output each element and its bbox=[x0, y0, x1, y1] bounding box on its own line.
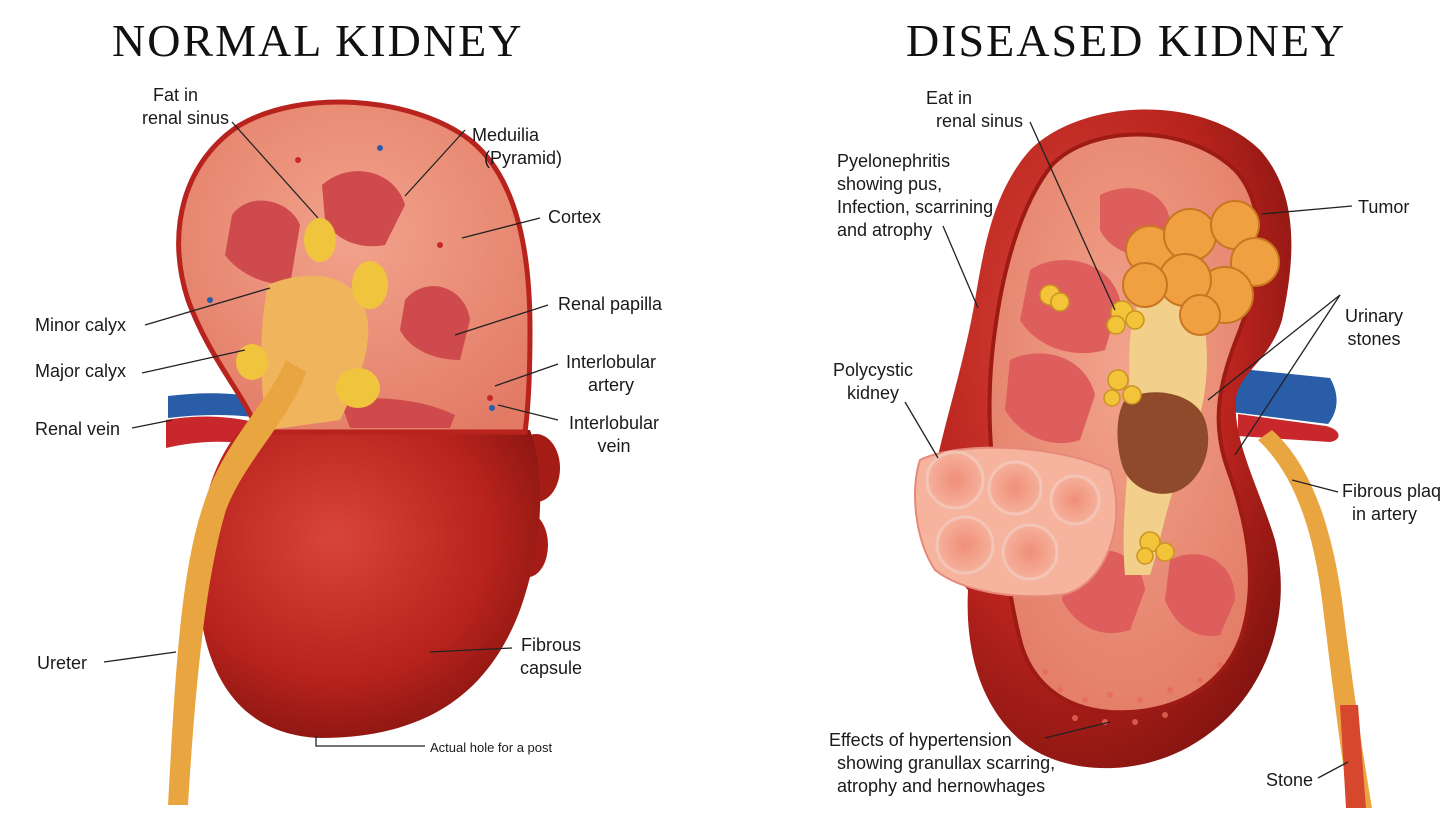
label-minor-calyx: Minor calyx bbox=[35, 315, 127, 335]
label-post-hole: Actual hole for a post bbox=[430, 740, 553, 755]
diseased-kidney-title: DISEASED KIDNEY bbox=[906, 15, 1347, 66]
label-cortex: Cortex bbox=[548, 207, 602, 227]
normal-pyramid bbox=[225, 200, 300, 285]
diseased-stone-in-ureter bbox=[1340, 705, 1366, 808]
diseased-polycystic-region bbox=[914, 446, 1118, 598]
label-tumor: Tumor bbox=[1358, 197, 1410, 217]
label-ureter: Ureter bbox=[37, 653, 88, 673]
diseased-renal-artery bbox=[1238, 414, 1339, 442]
normal-pyramid bbox=[340, 398, 455, 428]
normal-renal-vein bbox=[168, 393, 262, 418]
label-fibrous-capsule: Fibrous capsule bbox=[520, 635, 583, 678]
diseased-pyramid bbox=[1005, 353, 1095, 444]
label-major-calyx: Major calyx bbox=[35, 361, 127, 381]
label-pyelonephritis: Pyelonephritis showing pus, Infection, s… bbox=[837, 151, 994, 240]
normal-ureter bbox=[168, 360, 306, 805]
normal-leader-lines bbox=[103, 121, 559, 747]
cyst bbox=[1049, 474, 1101, 526]
diseased-necrotic-mass bbox=[1117, 392, 1209, 494]
label-polycystic-kidney: Polycystic kidney bbox=[833, 360, 914, 403]
normal-sinus-fat bbox=[336, 368, 380, 408]
label-fat-in-renal-sinus: Fat in renal sinus bbox=[142, 85, 230, 128]
normal-vessel-dot bbox=[437, 242, 443, 248]
normal-fibrous-capsule bbox=[197, 430, 541, 738]
cyst bbox=[987, 460, 1043, 516]
label-renal-papilla: Renal papilla bbox=[558, 294, 663, 314]
diseased-kidney bbox=[904, 109, 1372, 808]
label-medulla: Meduilia (Pyramid) bbox=[472, 125, 563, 168]
diseased-pyramid bbox=[1020, 260, 1120, 354]
cyst bbox=[935, 515, 995, 575]
label-stone: Stone bbox=[1266, 770, 1314, 790]
label-fibrous-plaque: Fibrous plaq in artery bbox=[1342, 481, 1442, 524]
normal-sinus-fat bbox=[352, 261, 388, 309]
normal-vessel-dot bbox=[377, 145, 383, 151]
cyst bbox=[925, 450, 985, 510]
diseased-leader-lines bbox=[904, 121, 1353, 779]
normal-kidney-title: NORMAL KIDNEY bbox=[112, 15, 524, 66]
label-hypertension-effects: Effects of hypertension showing granulla… bbox=[829, 730, 1056, 796]
label-interlobular-vein: Interlobular vein bbox=[569, 413, 660, 456]
diseased-urinary-stones bbox=[1039, 284, 1175, 565]
label-interlobular-artery: Interlobular artery bbox=[566, 352, 657, 395]
diseased-pyramid bbox=[1165, 554, 1235, 636]
normal-vessel-dot bbox=[207, 297, 213, 303]
normal-vessel-dot bbox=[295, 157, 301, 163]
normal-sinus-fat bbox=[304, 218, 336, 262]
normal-pyramid bbox=[322, 171, 405, 247]
normal-kidney bbox=[103, 99, 560, 805]
diseased-hypertension-speckles bbox=[1042, 662, 1223, 725]
normal-vessel-dot bbox=[487, 395, 493, 401]
cyst bbox=[1001, 523, 1059, 581]
diseased-tumor bbox=[1122, 200, 1280, 336]
normal-pyramid bbox=[400, 286, 470, 360]
normal-vessel-dot bbox=[489, 405, 495, 411]
normal-sinus-fat bbox=[236, 344, 268, 380]
label-diseased-fat-in-renal-sinus: Eat in renal sinus bbox=[926, 88, 1024, 131]
diseased-renal-vein bbox=[1232, 368, 1337, 424]
label-urinary-stones: Urinary stones bbox=[1345, 306, 1404, 349]
label-renal-vein: Renal vein bbox=[35, 419, 121, 439]
